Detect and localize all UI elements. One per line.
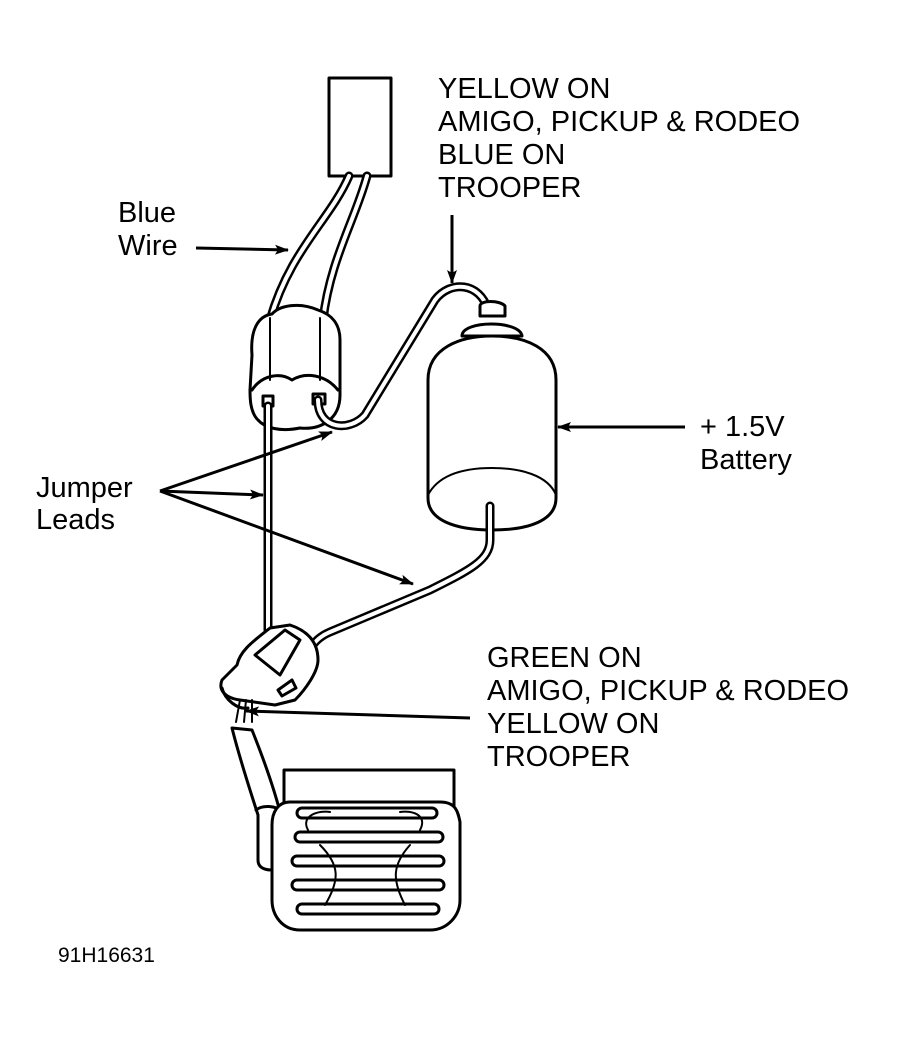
heater-unit [270, 768, 462, 932]
label-top-wire-color: YELLOW ON AMIGO, PICKUP & RODEO BLUE ON … [438, 73, 800, 284]
label-top-wire-line-2: AMIGO, PICKUP & RODEO [438, 106, 800, 138]
arrow-jumper-vertical [159, 489, 264, 500]
label-bottom-wire-color: GREEN ON AMIGO, PICKUP & RODEO YELLOW ON… [245, 642, 849, 773]
lower-connector [219, 623, 320, 710]
jumper-lead-battery-positive [313, 282, 493, 431]
label-jumper-line-2: Leads [36, 504, 115, 536]
label-top-wire-line-1: YELLOW ON [438, 73, 610, 105]
sensor-harness-wires [265, 171, 372, 325]
arrow-blue-wire [195, 244, 289, 255]
label-top-wire-line-4: TROOPER [438, 172, 581, 204]
label-battery: + 1.5V Battery [557, 411, 792, 476]
sensor-box [327, 76, 393, 178]
heater-coils [290, 806, 446, 916]
figure-id: 91H16631 [58, 944, 155, 967]
label-jumper-line-1: Jumper [36, 472, 133, 504]
label-blue-wire: Blue Wire [118, 197, 289, 262]
arrow-bottom-wire [245, 706, 471, 720]
label-blue-wire-line-1: Blue [118, 197, 176, 229]
label-bottom-wire-line-1: GREEN ON [487, 642, 642, 674]
label-jumper-leads: Jumper Leads [36, 430, 414, 586]
arrow-jumper-upper [159, 430, 333, 493]
label-battery-line-2: Battery [700, 444, 792, 476]
label-bottom-wire-line-4: TROOPER [487, 741, 630, 773]
label-bottom-wire-line-3: YELLOW ON [487, 708, 659, 740]
arrow-jumper-lower [159, 489, 414, 586]
label-blue-wire-line-2: Wire [118, 230, 178, 262]
label-battery-line-1: + 1.5V [700, 411, 785, 443]
battery [426, 300, 558, 532]
label-top-wire-line-3: BLUE ON [438, 139, 565, 171]
label-bottom-wire-line-2: AMIGO, PICKUP & RODEO [487, 675, 849, 707]
